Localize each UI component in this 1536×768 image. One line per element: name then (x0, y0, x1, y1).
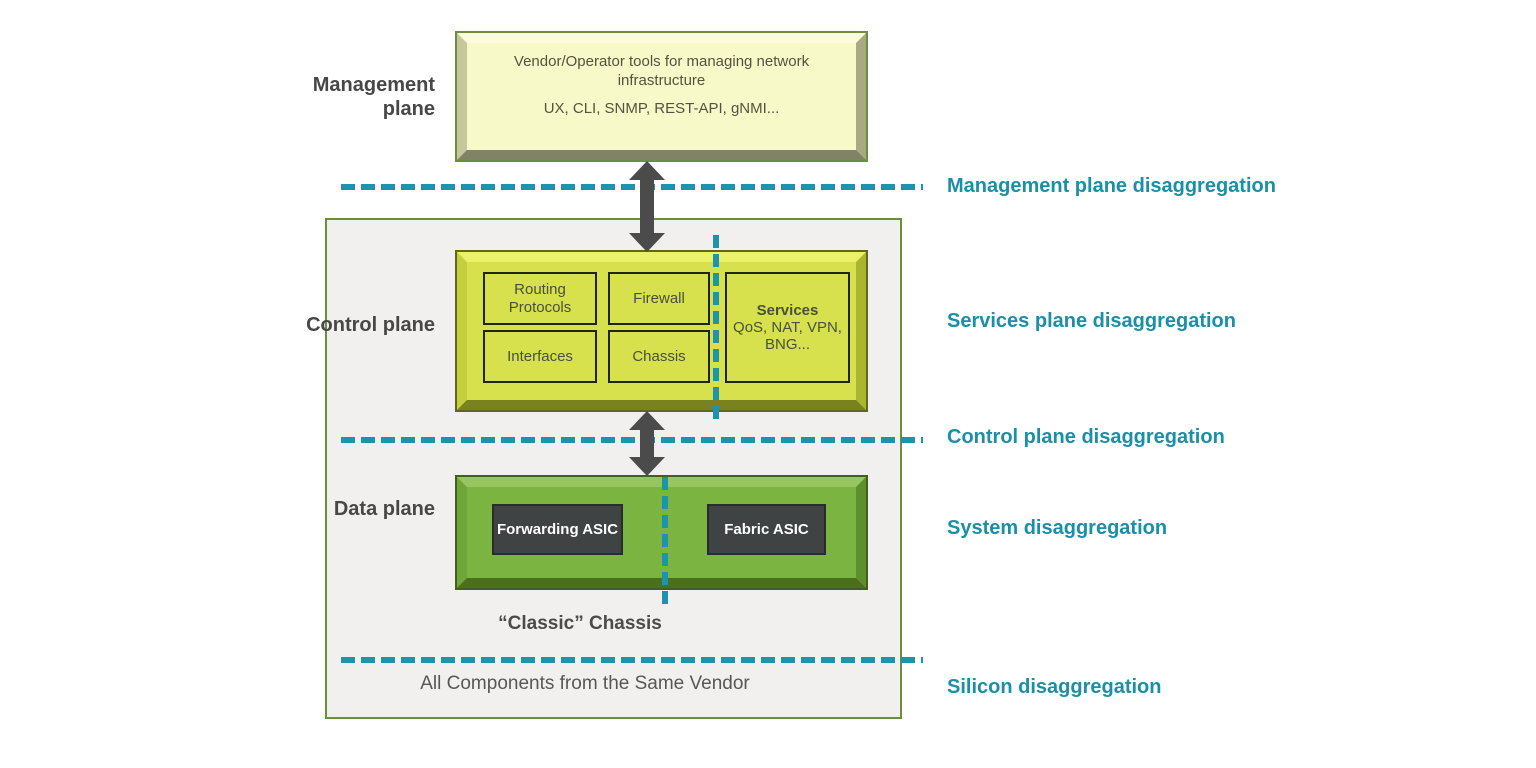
control-data-arrow-icon (629, 411, 665, 476)
arrow-shaft (640, 180, 654, 233)
arrow-down-head (629, 233, 665, 252)
system-disaggregation-line (662, 477, 668, 604)
arrow-down-head (629, 457, 665, 476)
module-services: Services QoS, NAT, VPN, BNG... (725, 272, 850, 383)
same-vendor-caption: All Components from the Same Vendor (420, 673, 750, 694)
silicon-disaggregation-line (341, 657, 923, 663)
forwarding-asic-box: Forwarding ASIC (492, 504, 623, 555)
services-disaggregation-line (713, 235, 719, 420)
control-plane-box: Routing Protocols Firewall Interfaces Ch… (455, 250, 868, 412)
services-title: Services (756, 301, 819, 319)
arrow-up-head (629, 411, 665, 430)
management-control-arrow-icon (629, 161, 665, 252)
management-box-protocols: UX, CLI, SNMP, REST-API, gNMI... (543, 99, 780, 117)
arrow-shaft (640, 430, 654, 457)
control-plane-box-face: Routing Protocols Firewall Interfaces Ch… (457, 252, 866, 410)
services-items: QoS, NAT, VPN, BNG... (733, 318, 842, 354)
data-plane-box: Forwarding ASIC Fabric ASIC (455, 475, 868, 590)
module-interfaces: Interfaces (483, 330, 597, 383)
classic-chassis-caption: “Classic” Chassis (498, 613, 662, 634)
services-disaggregation-label: Services plane disaggregation (947, 310, 1236, 332)
management-plane-label: Management plane (312, 74, 435, 121)
data-plane-label: Data plane (333, 498, 435, 520)
control-disaggregation-line (341, 437, 923, 443)
module-firewall: Firewall (608, 272, 710, 325)
management-disaggregation-line (341, 184, 923, 190)
management-box-description: Vendor/Operator tools for managing netwo… (513, 53, 810, 89)
control-plane-label: Control plane (306, 314, 435, 336)
arrow-up-head (629, 161, 665, 180)
management-plane-box: Vendor/Operator tools for managing netwo… (455, 31, 868, 162)
module-routing-protocols: Routing Protocols (483, 272, 597, 325)
silicon-disaggregation-label: Silicon disaggregation (947, 676, 1162, 698)
system-disaggregation-label: System disaggregation (947, 517, 1168, 539)
management-plane-box-face: Vendor/Operator tools for managing netwo… (457, 33, 866, 160)
control-disaggregation-label: Control plane disaggregation (947, 426, 1225, 448)
management-disaggregation-label: Management plane disaggregation (947, 175, 1276, 197)
module-chassis: Chassis (608, 330, 710, 383)
data-plane-box-face: Forwarding ASIC Fabric ASIC (457, 477, 866, 588)
fabric-asic-box: Fabric ASIC (707, 504, 826, 555)
